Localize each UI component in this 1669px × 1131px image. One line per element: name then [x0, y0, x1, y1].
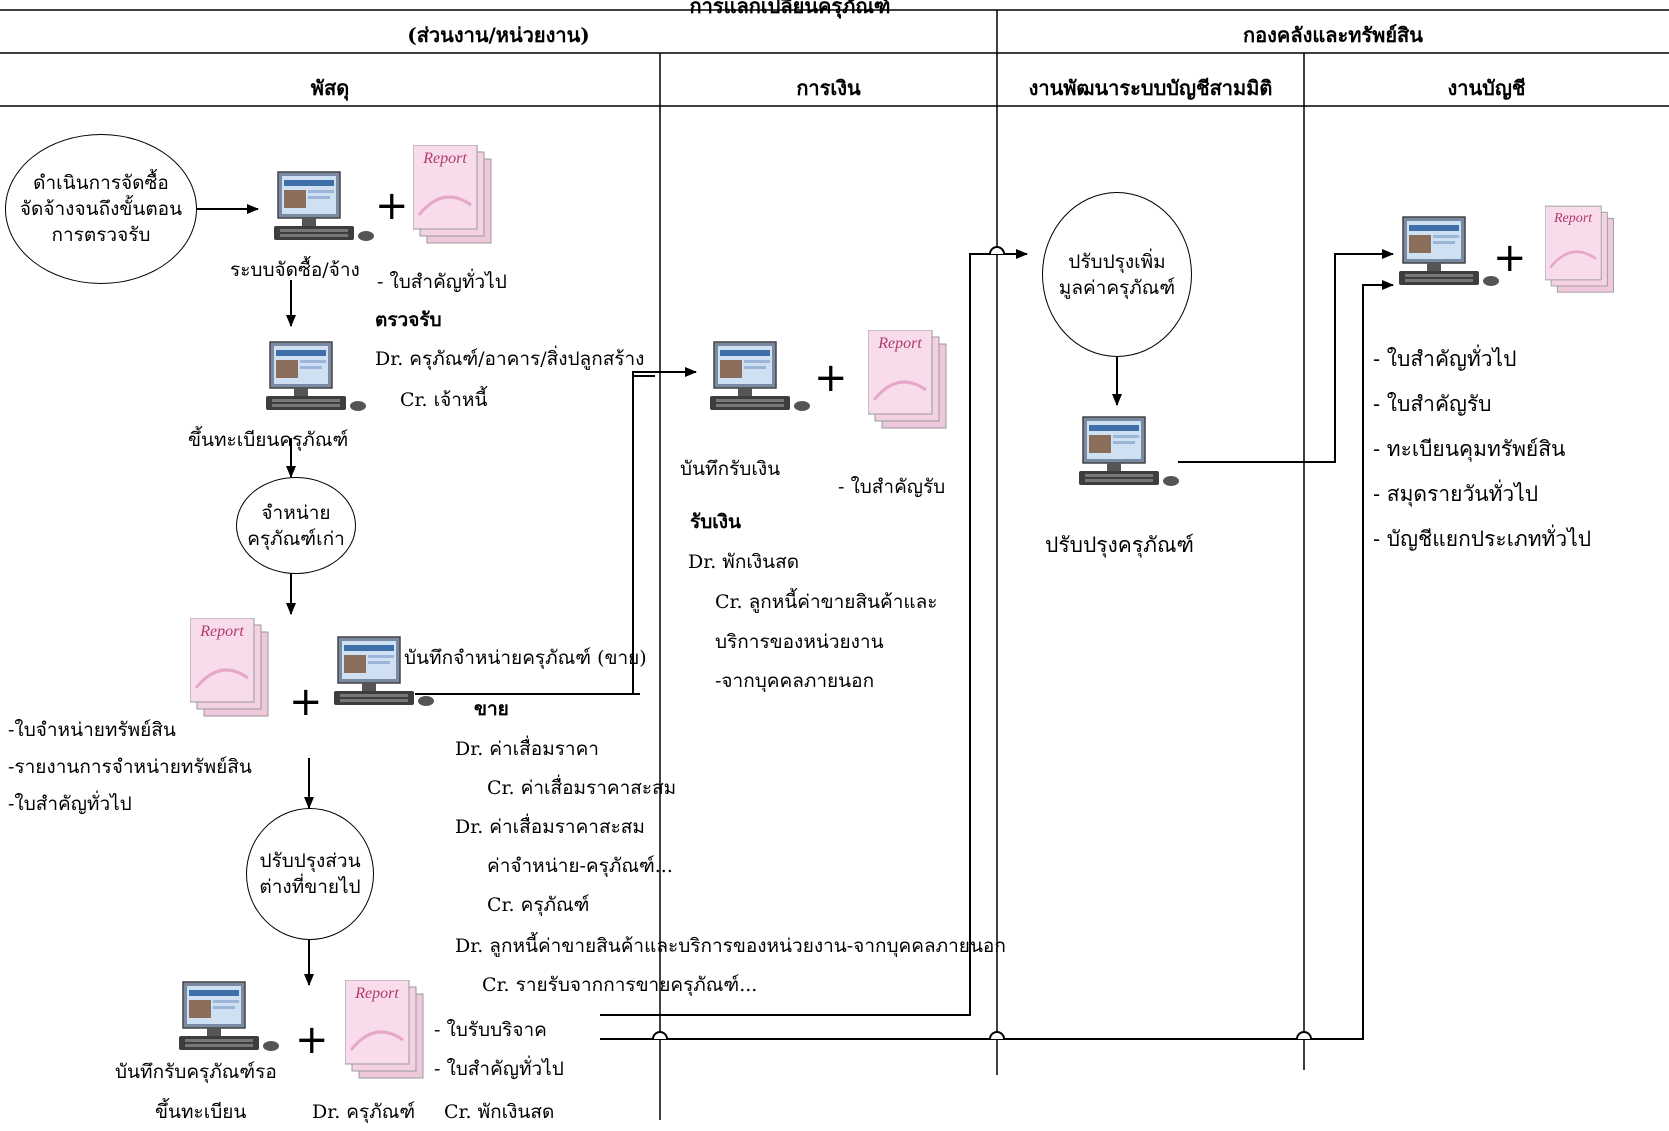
- report-icon: Report: [190, 618, 269, 717]
- report-icon: Report: [868, 330, 947, 429]
- disposal-doc: -รายงานการจำหน่ายทรัพย์สิน: [8, 756, 252, 778]
- receive-record-label: บันทึกรับครุภัณฑ์รอ: [115, 1061, 277, 1083]
- lane-header-finance: การเงิน: [796, 76, 861, 100]
- group-header-left: (ส่วนงาน/หน่วยงาน): [407, 23, 590, 47]
- record-disposal-label: บันทึกจำหน่ายครุภัณฑ์ (ขาย): [404, 647, 647, 669]
- finance-entry: -จากบุคคลภายนอก: [715, 670, 875, 692]
- svg-text:Report: Report: [354, 985, 399, 1002]
- dispose-circle: จำหน่าย ครุภัณฑ์เก่า: [236, 477, 356, 574]
- plus-icon: +: [295, 1017, 329, 1063]
- sale-entry: Dr. ลูกหนี้ค่าขายสินค้าและบริการของหน่วย…: [455, 935, 1006, 957]
- inspect-credit: Cr. เจ้าหนี้: [400, 389, 488, 411]
- sale-title: ขาย: [474, 698, 509, 720]
- svg-text:Report: Report: [1553, 210, 1593, 226]
- finance-entry: Cr. ลูกหนี้ค่าขายสินค้าและ: [715, 591, 938, 613]
- svg-text:Report: Report: [199, 623, 244, 640]
- swimlane-grid: [0, 9, 1669, 1120]
- computer-icon: [274, 171, 374, 241]
- adjust-asset-label: ปรับปรุงครุภัณฑ์: [1045, 533, 1194, 557]
- record-receipt-label: บันทึกรับเงิน: [680, 458, 781, 480]
- procurement-system-label: ระบบจัดซื้อ/จ้าง: [230, 259, 360, 281]
- lane-header-accounting: งานบัญชี: [1447, 76, 1526, 100]
- svg-text:Report: Report: [422, 150, 467, 167]
- sale-entry: Cr. ค่าเสื่อมราคาสะสม: [487, 777, 677, 799]
- lane-header-dev: งานพัฒนาระบบบัญชีสามมิติ: [1028, 76, 1273, 100]
- inspect-debit: Dr. ครุภัณฑ์/อาคาร/สิ่งปลูกสร้าง: [375, 348, 645, 370]
- diagram-title: การแลกเปลี่ยนครุภัณฑ์: [689, 0, 891, 18]
- computer-icon: [1399, 216, 1499, 286]
- register-asset-label: ขึ้นทะเบียนครุภัณฑ์: [188, 429, 349, 451]
- adjust-value-circle: ปรับปรุงเพิ่ม มูลค่าครุภัณฑ์: [1042, 192, 1192, 357]
- sale-entry: ค่าจำหน่าย-ครุภัณฑ์...: [487, 855, 673, 877]
- computer-icon: [334, 636, 434, 706]
- svg-text:Report: Report: [877, 335, 922, 352]
- report-icon: Report: [345, 980, 424, 1079]
- disposal-doc: -ใบสำคัญทั่วไป: [8, 793, 132, 815]
- computer-icon: [710, 341, 810, 411]
- receive-cash-title: รับเงิน: [690, 511, 742, 533]
- accounting-doc: - บัญชีแยกประเภททั่วไป: [1373, 527, 1592, 551]
- sale-entry: Dr. ค่าเสื่อมราคา: [455, 738, 599, 760]
- receipt-voucher-label: - ใบสำคัญรับ: [838, 476, 946, 498]
- general-voucher-label: - ใบสำคัญทั่วไป: [377, 271, 507, 293]
- accounting-doc: - สมุดรายวันทั่วไป: [1373, 482, 1539, 506]
- accounting-doc: - ใบสำคัญรับ: [1373, 392, 1492, 416]
- adjust-difference-circle: ปรับปรุงส่วน ต่างที่ขายไป: [246, 808, 374, 940]
- sale-entry: Cr. ครุภัณฑ์: [487, 894, 590, 916]
- flow-connectors: [197, 204, 1394, 1040]
- donation-doc: - ใบสำคัญทั่วไป: [434, 1058, 564, 1080]
- finance-entry: บริการของหน่วยงาน: [715, 631, 884, 653]
- computer-icon: [1079, 416, 1179, 486]
- plus-icon: +: [289, 679, 323, 725]
- disposal-doc: -ใบจำหน่ายทรัพย์สิน: [8, 719, 176, 741]
- lane-header-supply: พัสดุ: [310, 76, 350, 100]
- donation-credit: Cr. พักเงินสด: [444, 1101, 555, 1123]
- report-icon: Report: [413, 145, 492, 244]
- plus-icon: +: [375, 183, 409, 229]
- plus-icon: +: [814, 355, 848, 401]
- sale-entry: Dr. ค่าเสื่อมราคาสะสม: [455, 816, 645, 838]
- computer-icon: [266, 341, 366, 411]
- plus-icon: +: [1493, 235, 1527, 281]
- computer-icon: [179, 981, 279, 1051]
- donation-debit: Dr. ครุภัณฑ์: [312, 1101, 416, 1123]
- accounting-doc: - ใบสำคัญทั่วไป: [1373, 347, 1517, 371]
- start-circle: ดำเนินการจัดซื้อ จัดจ้างจนถึงขั้นตอน การ…: [5, 134, 197, 284]
- sale-entry: Cr. รายรับจากการขายครุภัณฑ์...: [482, 974, 758, 996]
- accounting-doc: - ทะเบียนคุมทรัพย์สิน: [1373, 437, 1566, 461]
- inspect-title: ตรวจรับ: [375, 309, 442, 331]
- donation-doc: - ใบรับบริจาค: [434, 1019, 547, 1041]
- receive-record-label: ขึ้นทะเบียน: [155, 1101, 247, 1123]
- finance-entry: Dr. พักเงินสด: [688, 551, 800, 573]
- group-header-right: กองคลังและทรัพย์สิน: [1243, 23, 1423, 47]
- report-icon: Report: [1545, 205, 1614, 293]
